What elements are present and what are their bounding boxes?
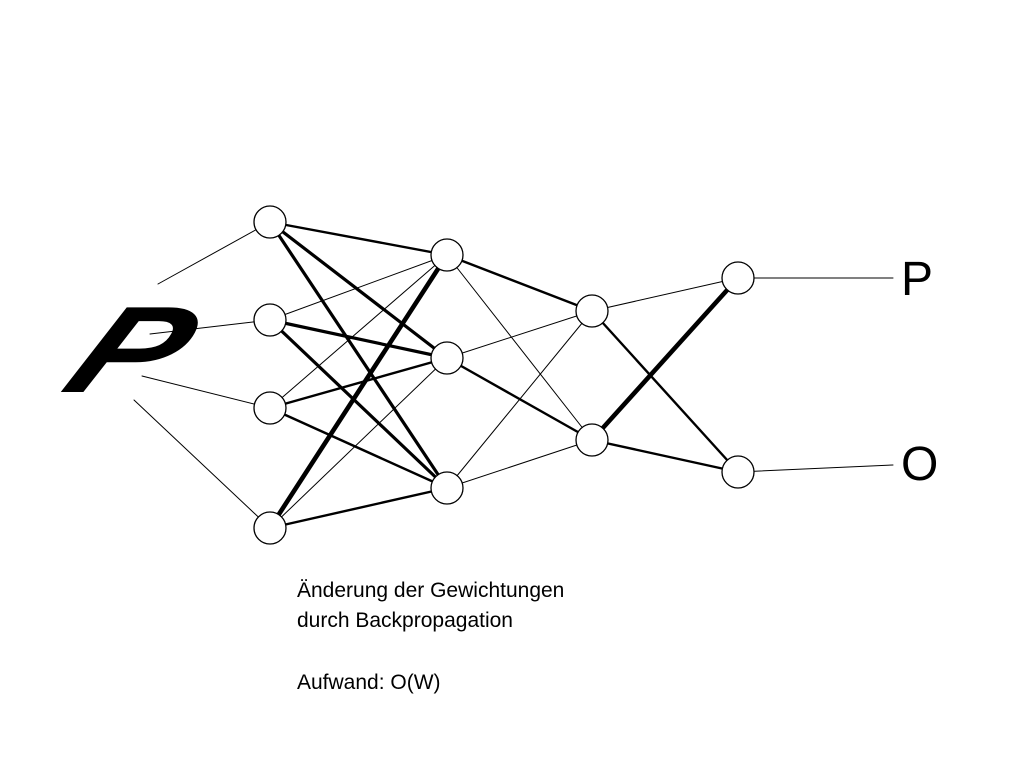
weight-edge (446, 310, 593, 359)
output-edge (737, 464, 894, 473)
weight-edge (269, 254, 448, 321)
weight-edge (268, 220, 449, 360)
weight-edge (268, 486, 449, 530)
input-letter-p: P (44, 280, 223, 418)
caption-line-2: durch Backpropagation (297, 609, 513, 632)
weight-edge (446, 310, 593, 489)
output-label-p: P (901, 253, 934, 306)
neuron-layer-4 (721, 455, 755, 489)
weight-edge (268, 318, 449, 360)
weight-edge (591, 277, 739, 312)
weight-edge (589, 275, 741, 443)
weight-edge (268, 318, 449, 490)
input-edge (141, 375, 271, 409)
weight-edge (446, 439, 593, 489)
weight-edge (269, 254, 448, 409)
weight-edge (268, 220, 449, 490)
weight-edge (268, 406, 449, 490)
neuron-layer-1 (253, 205, 287, 239)
input-edge (149, 319, 271, 335)
neuron-layer-2 (430, 238, 464, 272)
neuron-layer-3 (575, 294, 609, 328)
neuron-layer-2 (430, 341, 464, 375)
caption-line-1: Änderung der Gewichtungen (297, 579, 565, 602)
neuron-layer-3 (575, 423, 609, 457)
output-label-o: O (901, 438, 939, 491)
weight-edge (269, 357, 448, 529)
weight-edge (590, 438, 740, 474)
input-edge (133, 399, 271, 529)
weight-edge (267, 252, 450, 531)
caption: Änderung der Gewichtungen durch Backprop… (297, 576, 564, 698)
weight-edge (590, 309, 740, 474)
neuron-layer-2 (430, 471, 464, 505)
weight-edge (446, 254, 593, 441)
input-edge (157, 221, 271, 285)
neuron-layer-1 (253, 303, 287, 337)
neuron-layer-1 (253, 511, 287, 545)
weight-edge (445, 253, 594, 313)
weight-edge (268, 220, 449, 257)
caption-line-3: Aufwand: O(W) (297, 671, 441, 694)
neuron-layer-1 (253, 391, 287, 425)
neuron-layer-4 (721, 261, 755, 295)
weight-edge (268, 356, 449, 410)
